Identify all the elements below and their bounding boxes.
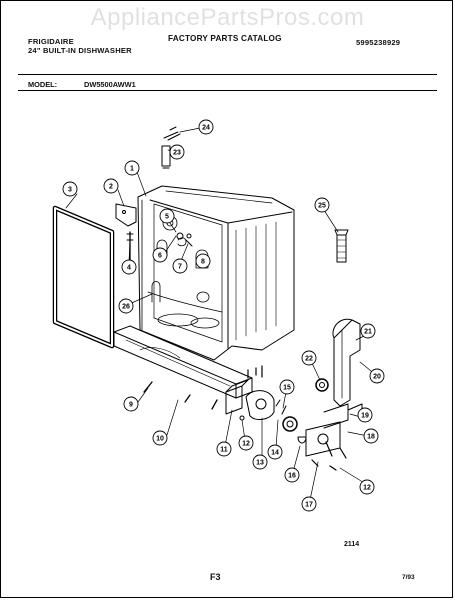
callout-circle-5 (159, 208, 175, 224)
callout-label-15: 15 (283, 385, 291, 392)
product-name: 24" BUILT-IN DISHWASHER (28, 46, 132, 55)
catalog-title: FACTORY PARTS CATALOG (168, 34, 282, 43)
callout-circle-20 (369, 368, 385, 384)
callout-label-4: 4 (127, 265, 131, 272)
callout-label-26: 26 (122, 304, 130, 311)
diagram-code: 2114 (344, 541, 360, 548)
header-rule-bottom (18, 90, 437, 91)
model-number: DW5500AWW1 (84, 80, 136, 89)
callout-label-20: 20 (373, 374, 381, 381)
callout-circle-17 (301, 496, 317, 512)
spray-arm-fittings (176, 232, 193, 247)
callout-circle-27 (359, 479, 375, 495)
spring-and-clip (161, 126, 181, 169)
callout-circle-18 (363, 428, 379, 444)
callout-label-22: 22 (305, 356, 313, 363)
callout-label-3: 3 (68, 187, 72, 194)
callout-label-1: 1 (130, 166, 134, 173)
callout-label-14: 14 (271, 450, 279, 457)
callout-label-7: 7 (178, 264, 182, 271)
callout-circle-3 (62, 181, 78, 197)
callout-label-5: 5 (165, 214, 169, 221)
callout-circle-4 (121, 259, 137, 275)
callout-label-17: 17 (305, 502, 313, 509)
callout-label-19: 19 (361, 413, 369, 420)
callout-label-11: 11 (220, 447, 228, 454)
hinge-bracket (115, 203, 137, 263)
pump-motor-assembly (225, 365, 307, 444)
callout-circle-8 (195, 253, 211, 269)
callout-circle-6 (152, 247, 168, 263)
page-number: F3 (210, 572, 221, 582)
callout-circle-21 (360, 323, 376, 339)
callout-circle-16 (284, 467, 300, 483)
callout-circle-7 (172, 258, 188, 274)
callout-circle-22 (301, 350, 317, 366)
model-label: MODEL: (28, 80, 58, 89)
callout-circle-12 (238, 435, 254, 451)
callout-circle-23 (169, 144, 185, 160)
callout-label-12: 12 (242, 441, 250, 448)
drain-pump-pipe-assembly (305, 318, 363, 471)
callout-circle-25 (314, 197, 330, 213)
base-screws (143, 381, 218, 410)
callout-circle-26 (118, 298, 134, 314)
tub-assembly (137, 185, 295, 361)
callout-label-9: 9 (129, 402, 133, 409)
header-rule-top (18, 74, 437, 75)
callout-label-8: 8 (201, 259, 205, 266)
callout-label-24: 24 (202, 125, 210, 132)
callout-circle-19 (357, 407, 373, 423)
callout-circle-15 (279, 379, 295, 395)
base-toe-panel (113, 325, 253, 399)
callout-label-2: 2 (109, 184, 113, 191)
door-gasket (52, 205, 115, 349)
callout-circle-24 (198, 119, 214, 135)
catalog-number: 5995238929 (356, 38, 401, 47)
revision-date: 7/93 (402, 574, 415, 581)
callout-circle-13 (252, 454, 268, 470)
callout-label-27: 12 (363, 485, 371, 492)
brand-name: FRIGIDAIRE (28, 37, 74, 46)
callout-label-16: 16 (288, 473, 296, 480)
inlet-fitting (334, 229, 349, 263)
callout-label-10: 10 (156, 436, 164, 443)
callout-circle-10 (152, 430, 168, 446)
callout-circle-2 (103, 178, 119, 194)
callout-label-13: 13 (256, 460, 264, 467)
callout-label-23: 23 (173, 150, 181, 157)
callout-circle-1 (124, 160, 140, 176)
callout-label-25: 25 (318, 203, 326, 210)
callout-label-21: 21 (364, 329, 372, 336)
callout-label-18: 18 (367, 434, 375, 441)
callout-circle-11 (216, 441, 232, 457)
callout-label-6: 6 (158, 253, 162, 260)
callout-circle-9 (123, 396, 139, 412)
callout-circle-14 (267, 444, 283, 460)
